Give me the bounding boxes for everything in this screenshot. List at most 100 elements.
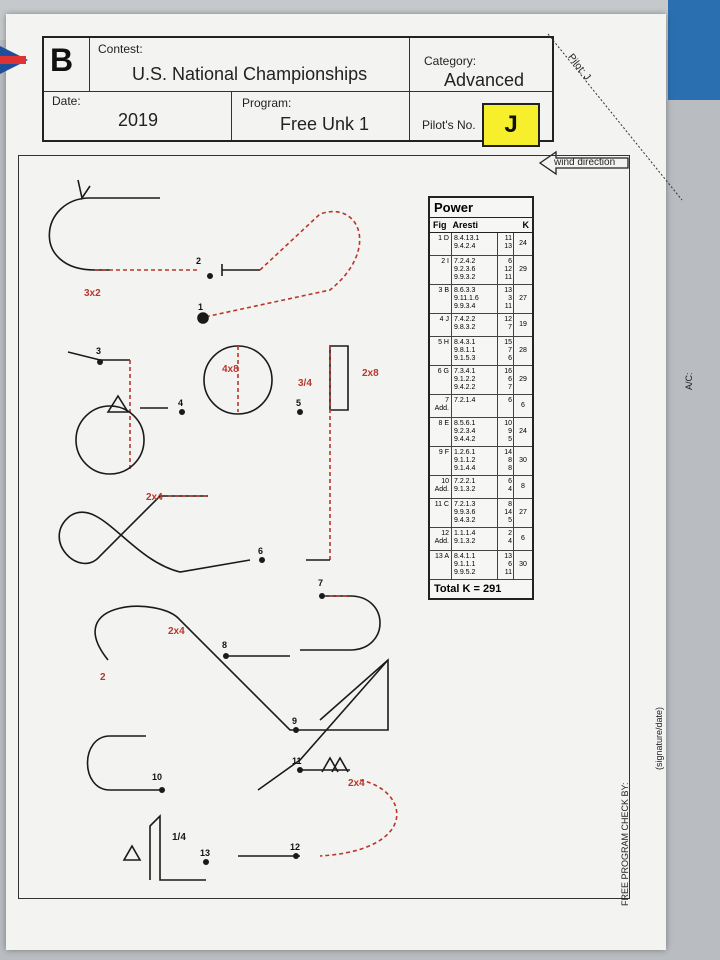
k-value: 7 [508,324,512,331]
aresti-code: 7.2.1.4 [454,397,476,404]
k-value: 9 [508,428,512,435]
fig-label-6: 6 [258,546,264,556]
k-value: 4 [508,486,512,493]
wind-direction-label: wind direction [554,157,616,168]
total-k: Total K = 291 [434,583,502,595]
power-fig: 7 Add. [430,395,452,417]
fig-label-2: 2 [196,256,202,266]
power-row: 7 Add.7.2.1.4 6 6 [430,395,532,418]
power-columns: Fig Aresti K [430,218,532,233]
sheet-letter-cell [44,38,90,92]
aresti-code: 9.9.3.6 [454,509,476,516]
k-value: 16 [504,368,512,375]
aresti-code: 9.1.1.1 [454,561,476,568]
program-cell [232,92,410,140]
power-fig: 5 H [430,337,452,365]
aresti-code: 7.3.4.1 [454,368,476,375]
category-label: Category: [424,54,477,68]
date-label: Date: [52,94,81,108]
k-value: 11 [504,569,512,576]
power-fig: 10 Add. [430,476,452,498]
power-fig: 1 D [430,233,452,255]
aresti-code: 7.2.2.1 [454,478,476,485]
aresti-code: 9.9.3.2 [454,274,476,281]
aresti-code: 9.4.2.4 [454,243,476,250]
aresti-code: 8.4.1.1 [454,553,476,560]
power-k-total: 24 [519,240,527,247]
k-value: 3 [508,295,512,302]
aresti-code: 8.6.3.3 [454,287,476,294]
col-k: K [522,220,530,230]
figure-3-4-shapes [67,345,273,475]
roll-label-3-4: 3/4 [298,378,312,389]
fig-label-11: 11 [292,756,302,766]
pilot-no-label: Pilot's No. [422,118,476,132]
aresti-code: 9.2.3.6 [454,266,476,273]
power-title: Power [430,198,532,218]
power-k-total: 24 [519,428,527,435]
header-box: B Contest: U.S. National Championships C… [42,36,554,142]
aresti-code: 9.8.1.1 [454,347,476,354]
k-value: 8 [508,465,512,472]
k-value: 13 [504,287,512,294]
power-k-total: 19 [519,321,527,328]
roll-label-2x4-b: 2x4 [168,626,185,637]
k-value: 4 [508,538,512,545]
figure-7-8-shapes [94,595,389,731]
aresti-code: 7.4.2.2 [454,316,476,323]
aresti-code: 1.2.6.1 [454,449,476,456]
contest-name: U.S. National Championships [132,64,368,84]
fig-label-12: 12 [290,842,301,852]
fig-label-10: 10 [152,772,163,782]
roll-label-1-4: 1/4 [172,832,186,843]
category-cell [410,38,552,92]
k-value: 5 [508,436,512,443]
power-k-total: 8 [521,483,525,490]
power-k-total: 6 [521,535,525,542]
power-k-total: 6 [521,402,525,409]
blue-binder-tab [668,0,720,100]
figure-dots [97,273,325,865]
contest-label: Contest: [98,42,143,56]
power-k-total: 29 [519,266,527,273]
aresti-code: 9.1.3.2 [454,486,476,493]
col-aresti: Aresti [452,220,479,230]
aresti-code: 7.2.4.2 [454,258,476,265]
k-value: 6 [508,561,512,568]
k-value: 8 [508,501,512,508]
power-fig: 4 J [430,314,452,336]
k-value: 15 [504,339,512,346]
aresti-code: 7.2.1.3 [454,501,476,508]
aresti-code: 9.4.2.2 [454,384,476,391]
power-k-total: 30 [519,561,527,568]
fig-label-4: 4 [178,398,184,408]
iac-logo-icon [0,46,28,74]
roll-label-2x8: 2x8 [362,368,379,379]
fig-label-9: 9 [292,716,298,726]
power-fig: 2 I [430,256,452,284]
power-ks: 6 [498,395,514,417]
k-value: 6 [508,397,512,404]
figure-5-6-shapes [58,345,349,573]
drawing-frame [18,155,630,899]
